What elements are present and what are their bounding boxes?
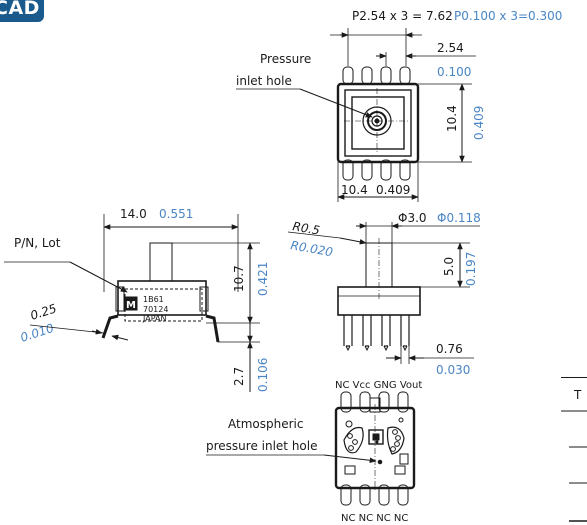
side-height-mm-label: 10.7 [232, 265, 246, 292]
logo-letter: M [126, 300, 136, 311]
pin-length-mm-label: 2.7 [232, 367, 246, 386]
front-body [337, 286, 421, 316]
top-height-in-label: 0.409 [472, 106, 486, 140]
side-length-mm-label: 14.0 [120, 207, 147, 221]
pitch-in-label: P0.100 x 3=0.300 [454, 9, 562, 23]
nozzle-height-mm-label: 5.0 [442, 257, 456, 276]
side-view: 14.0 0.551 P/N, Lot M 1B61 70124 JAPAN 0… [4, 207, 270, 392]
marking-line2: 70124 [143, 305, 168, 314]
top-view-pin [399, 66, 411, 85]
side-height-in-label: 0.421 [256, 262, 270, 296]
radius-in-label: R0.020 [289, 238, 334, 259]
pin-width-mm-label: 0.76 [436, 342, 463, 356]
bottom-view-pin [340, 391, 352, 413]
top-view-pin [380, 159, 392, 181]
top-view-pin [342, 159, 354, 181]
marking-line1: 1B61 [143, 295, 164, 304]
lead-in-label: 0.010 [19, 321, 56, 345]
top-view-pin [342, 66, 354, 85]
top-pin-labels: NC Vcc GNG Vout [335, 380, 422, 391]
top-view-body [336, 82, 420, 164]
top-view-pin [399, 159, 411, 181]
table-stub: T [561, 377, 587, 522]
top-view-pin [361, 159, 373, 181]
pin-width-in-label: 0.030 [436, 363, 470, 377]
top-width-mm-label: 10.4 [341, 183, 368, 197]
top-view: P2.54 x 3 = 7.62 P0.100 x 3=0.300 2.54 0… [236, 9, 562, 202]
bottom-view-pin [359, 484, 371, 506]
marking-line3: JAPAN [142, 314, 166, 323]
diameter-in-label: Φ0.118 [437, 211, 481, 225]
sensor-chip [368, 429, 384, 445]
bottom-pin-labels: NC NC NC NC [341, 513, 408, 524]
atm-label-line1: Atmospheric [228, 417, 303, 431]
bottom-view-pin [397, 391, 409, 413]
front-view: R0.5 R0.020 Φ3.0 Φ0.118 5.0 0.197 [287, 211, 481, 377]
pressure-label-line2: inlet hole [236, 74, 292, 88]
section-title-badge: CAD data [0, 0, 44, 41]
table-header: T [573, 388, 582, 402]
top-view-pin [380, 66, 392, 85]
section-title: CAD data [0, 0, 45, 41]
pressure-label-line1: Pressure [260, 52, 311, 66]
atm-label-line2: pressure inlet hole [206, 439, 318, 453]
pn-lot-label: P/N, Lot [14, 236, 61, 250]
bottom-view-pin [378, 484, 390, 506]
bottom-view: NC Vcc GNG Vout NC NC NC NC Atmospheric … [206, 380, 422, 524]
pitch-mm-label: P2.54 x 3 = 7.62 [352, 9, 453, 23]
pin-pitch-in-label: 0.100 [437, 65, 471, 79]
top-width-in-label: 0.409 [376, 183, 410, 197]
side-length-in-label: 0.551 [159, 207, 193, 221]
side-body [117, 280, 207, 316]
top-view-pin [361, 66, 373, 85]
pin-length-in-label: 0.106 [256, 358, 270, 392]
pin-pitch-mm-label: 2.54 [437, 41, 464, 55]
bottom-view-pin [397, 484, 409, 506]
top-height-mm-label: 10.4 [445, 105, 459, 132]
bottom-view-pin [340, 484, 352, 506]
lead-mm-label: 0.25 [29, 301, 59, 323]
diameter-mm-label: Φ3.0 [398, 211, 427, 225]
bottom-view-pin [378, 391, 390, 413]
side-nozzle [149, 242, 173, 282]
nozzle-height-in-label: 0.197 [464, 252, 478, 286]
